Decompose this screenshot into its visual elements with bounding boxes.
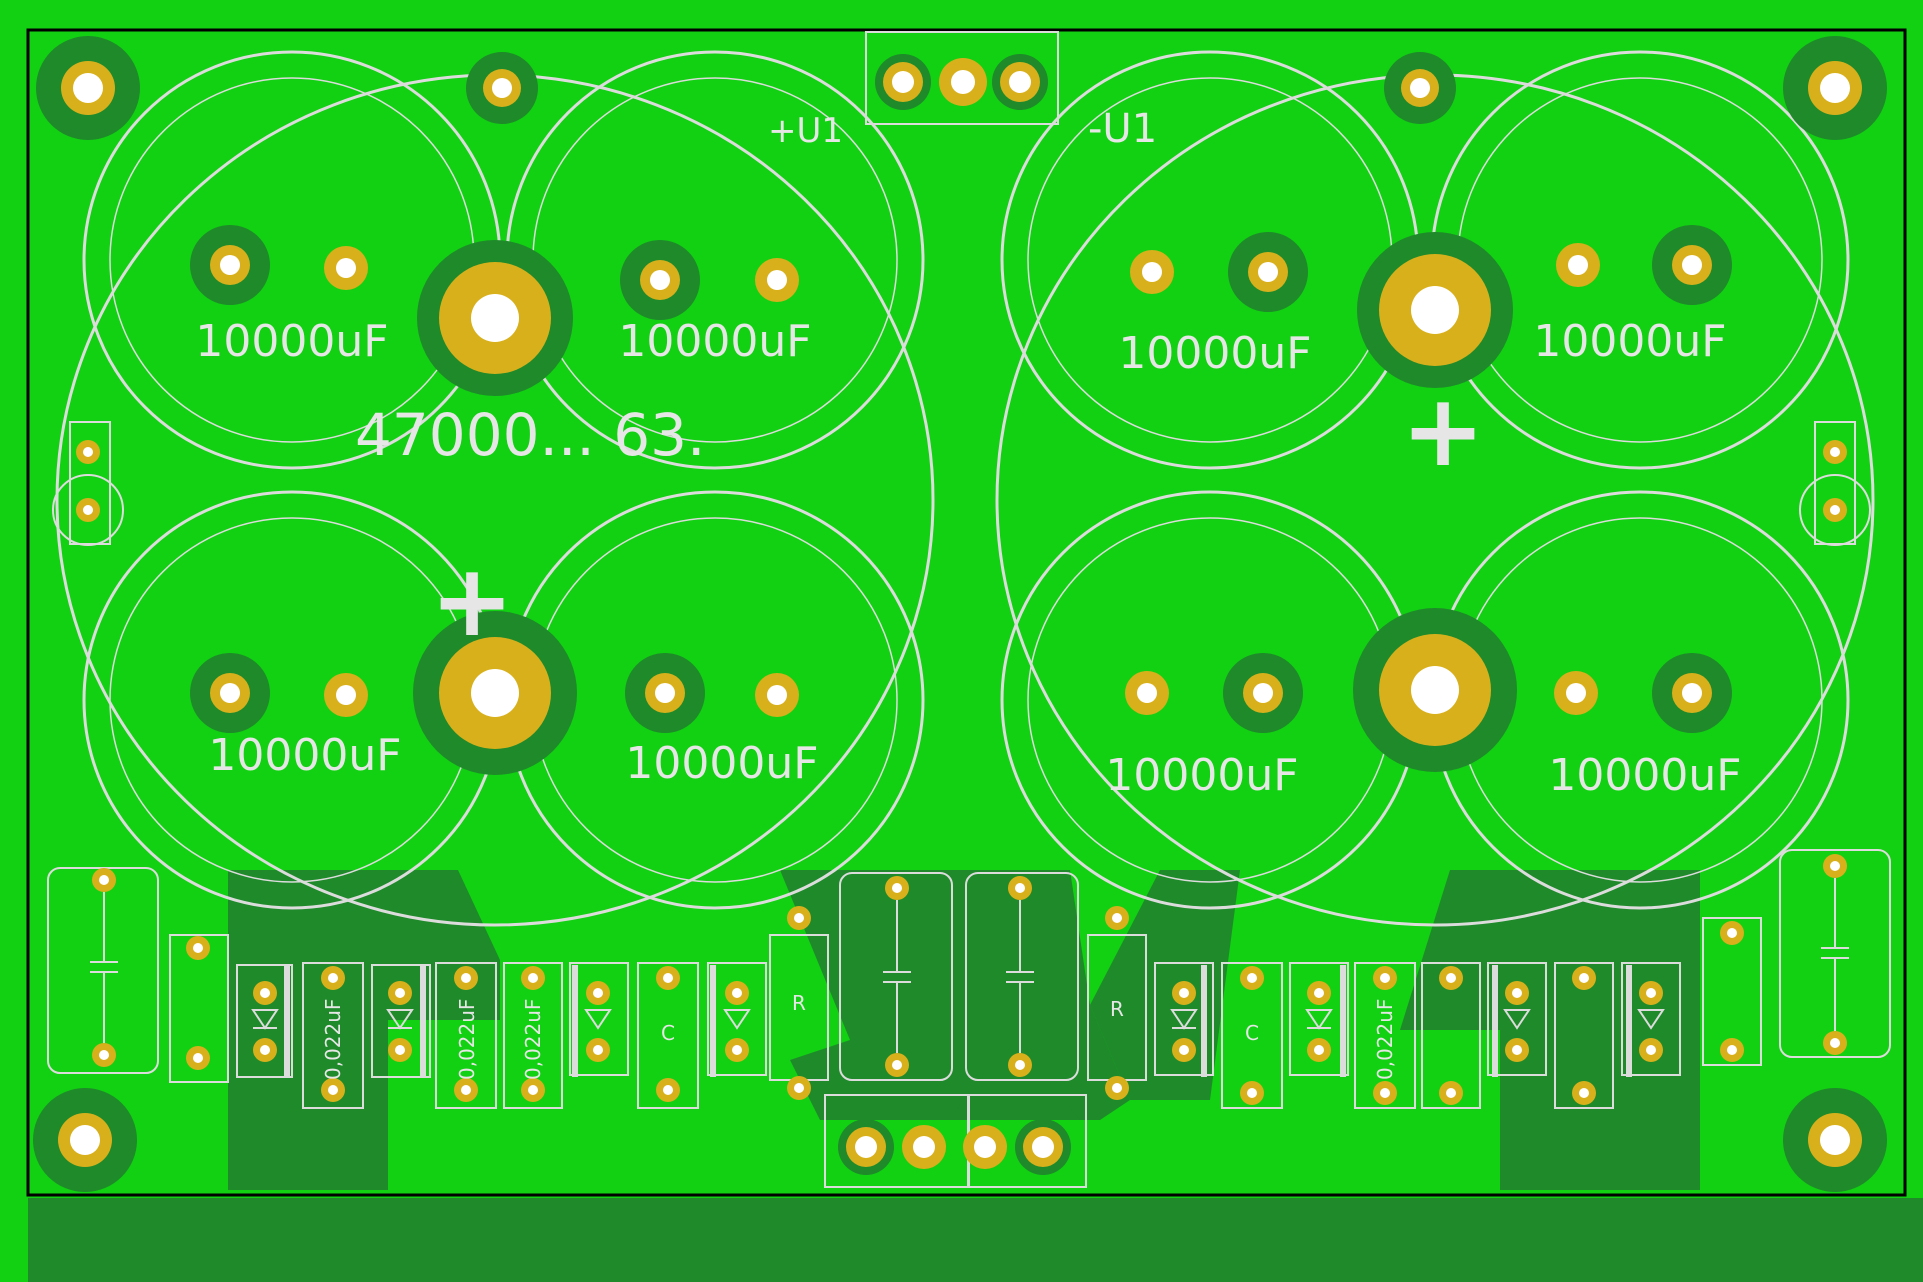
small-cap-label: 0,022uF <box>1373 999 1397 1080</box>
central-pads <box>413 232 1517 775</box>
cap-label: 10000uF <box>208 730 401 781</box>
cap-label: 10000uF <box>195 316 388 367</box>
cap-c-label: C <box>1245 1021 1259 1045</box>
cap-label: 10000uF <box>1105 750 1298 801</box>
resistor-label: R <box>792 991 806 1015</box>
diode-symbols <box>251 1009 1665 1030</box>
bottom-copper-strip <box>28 1198 1923 1282</box>
mounting-hole-tr <box>1783 36 1887 140</box>
board-outline <box>26 28 1907 1197</box>
silkscreen-labels: 10000uF 10000uF 10000uF 10000uF 10000uF … <box>195 106 1741 1080</box>
side-components <box>52 421 1871 546</box>
cap-pads <box>190 225 1732 733</box>
mounting-hole-tl <box>36 36 140 140</box>
film-cap-symbols <box>90 878 1849 1053</box>
neg-rail-label: -U1 <box>1088 106 1157 152</box>
mounting-holes <box>33 36 1887 1192</box>
plus-mark: + <box>1401 372 1485 489</box>
resistor-label: R <box>1110 997 1124 1021</box>
plus-mark: + <box>430 542 514 659</box>
diode-bars <box>284 965 1632 1077</box>
pads <box>466 52 1456 1175</box>
small-cap-label: 0,022uF <box>455 999 479 1080</box>
cap-label: 10000uF <box>1118 328 1311 379</box>
cap-label: 10000uF <box>1533 316 1726 367</box>
small-cap-label: 0,022uF <box>321 999 345 1080</box>
cap-label: 10000uF <box>1548 750 1741 801</box>
pos-rail-label: +U1 <box>768 111 843 151</box>
cap-label: 10000uF <box>618 316 811 367</box>
bottom-pad-holes <box>99 861 1840 1098</box>
bottom-component-outlines <box>47 849 1891 1109</box>
top-connector-outline <box>865 31 1059 125</box>
cap-c-label: C <box>661 1021 675 1045</box>
bank-label: 47000... 63. <box>355 401 706 469</box>
cap-label: 10000uF <box>625 738 818 789</box>
small-cap-label: 0,022uF <box>521 999 545 1080</box>
mounting-hole-bl <box>33 1088 137 1192</box>
mounting-hole-br <box>1783 1088 1887 1192</box>
bottom-pads <box>92 854 1847 1105</box>
